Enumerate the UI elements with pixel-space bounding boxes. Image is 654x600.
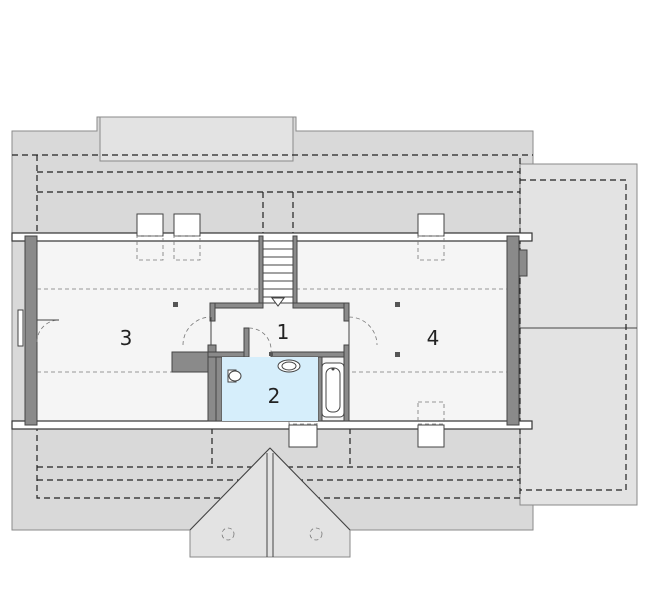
dormer-windows (17, 213, 445, 448)
room-label-3: 3 (120, 326, 133, 350)
doors (36, 316, 378, 353)
exterior-walls (11, 232, 533, 430)
room-labels: 1 2 3 4 (120, 320, 440, 408)
room-label-1: 1 (277, 320, 290, 344)
bathroom (222, 357, 345, 421)
front-gable (189, 447, 351, 558)
room-label-4: 4 (427, 326, 440, 350)
room-label-2: 2 (268, 384, 281, 408)
staircase (262, 240, 294, 307)
posts (173, 302, 400, 357)
